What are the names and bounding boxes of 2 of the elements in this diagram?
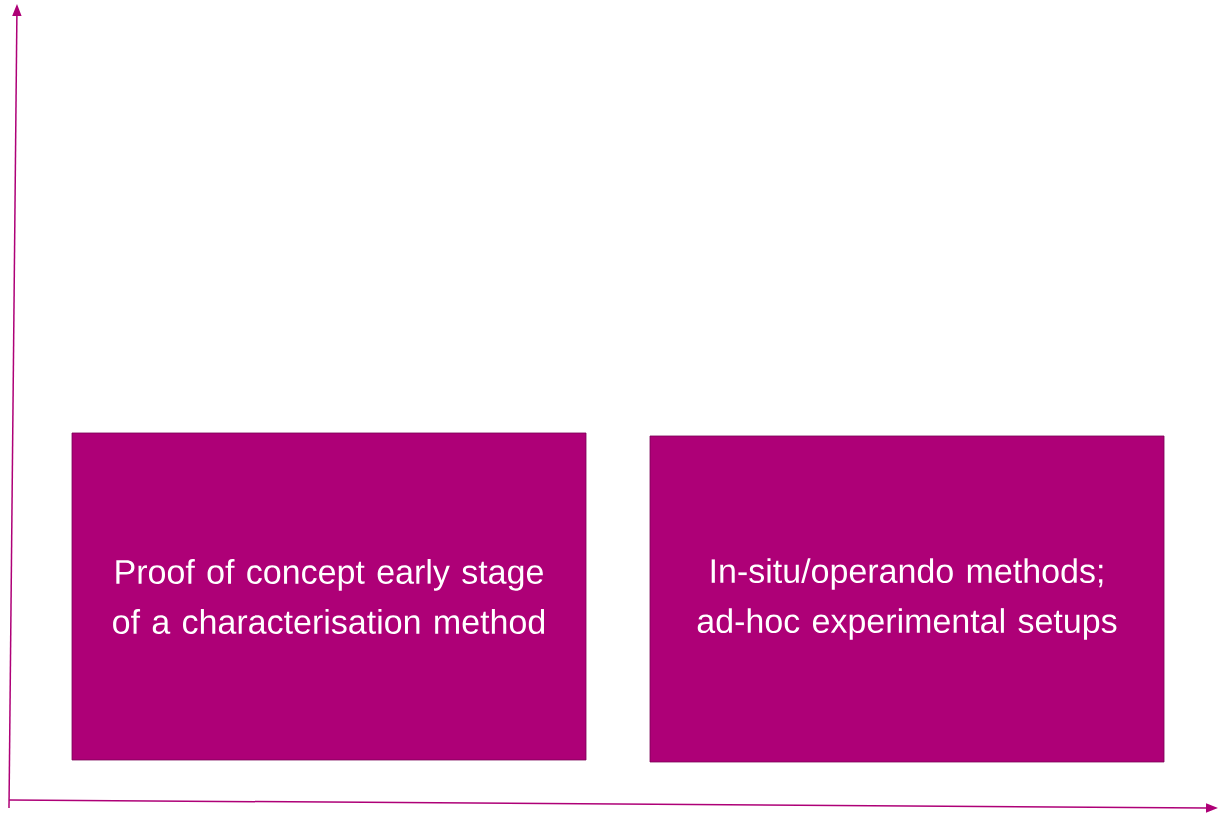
text-box: In-situ/operando methods; ad-hoc experimental setups	[649, 435, 1165, 763]
text-box: Proof of concept early stage of a characterisation method	[71, 432, 587, 761]
